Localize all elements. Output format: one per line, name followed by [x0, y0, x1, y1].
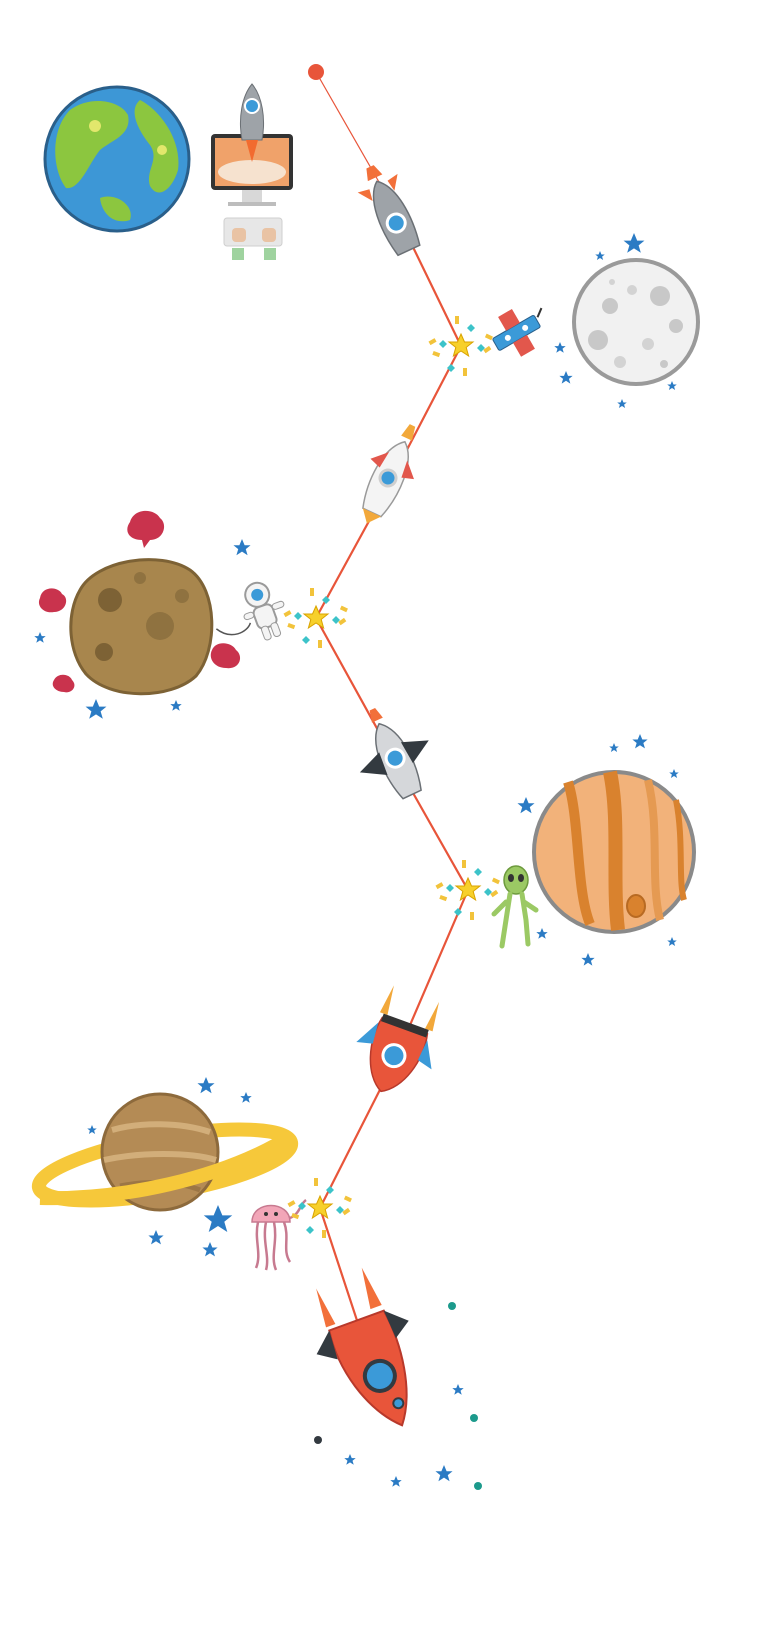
computer-launch-icon — [211, 83, 293, 260]
earth-icon — [43, 85, 191, 233]
star-icon — [197, 1077, 215, 1094]
star-icon — [435, 1465, 453, 1482]
dots — [314, 1302, 482, 1490]
star-icon — [148, 1230, 164, 1245]
star-icon — [623, 233, 645, 253]
white-orange-rocket-icon — [362, 424, 416, 524]
star-icon — [87, 1125, 97, 1134]
alien-icon — [491, 865, 539, 949]
jupiter-icon — [532, 770, 696, 934]
sparkle-burst-icon — [286, 1177, 353, 1239]
star-icon — [559, 371, 573, 384]
star-icon — [85, 699, 107, 719]
flight-path — [308, 64, 470, 1361]
red-puff-icon — [38, 510, 241, 693]
gray-black-rocket-icon — [359, 707, 429, 800]
sparkle-burst-icon — [427, 315, 494, 377]
star-icon — [554, 342, 566, 353]
gray-rocket-icon — [357, 165, 421, 257]
star-icon — [667, 381, 677, 390]
star-icon — [452, 1384, 464, 1395]
sparkle-burst-icon — [282, 587, 349, 649]
jellyfish-icon — [251, 1198, 307, 1271]
asteroid-planet-icon — [38, 510, 241, 696]
star-icon — [536, 928, 548, 939]
star-icon — [667, 937, 677, 946]
saturn-icon — [31, 1092, 299, 1212]
red-blue-rocket-icon — [356, 985, 440, 1093]
satellite-icon — [492, 307, 543, 357]
star-icon — [581, 953, 595, 966]
star-icon — [609, 743, 619, 752]
star-icon — [344, 1454, 356, 1465]
moon-icon — [572, 258, 700, 386]
big-red-rocket-icon — [316, 1267, 409, 1427]
star-icon — [203, 1205, 233, 1232]
star-icon — [170, 700, 182, 711]
star-icon — [202, 1242, 218, 1257]
star-icon — [240, 1092, 252, 1103]
star-icon — [632, 734, 648, 749]
star-icon — [617, 399, 627, 408]
sparkle-burst-icon — [434, 859, 501, 921]
star-icon — [233, 539, 251, 556]
star-icon — [517, 797, 535, 814]
star-icon — [390, 1476, 402, 1487]
star-icon — [669, 769, 679, 778]
star-icon — [34, 632, 46, 643]
astronaut-icon — [215, 581, 285, 641]
star-icon — [595, 251, 605, 260]
